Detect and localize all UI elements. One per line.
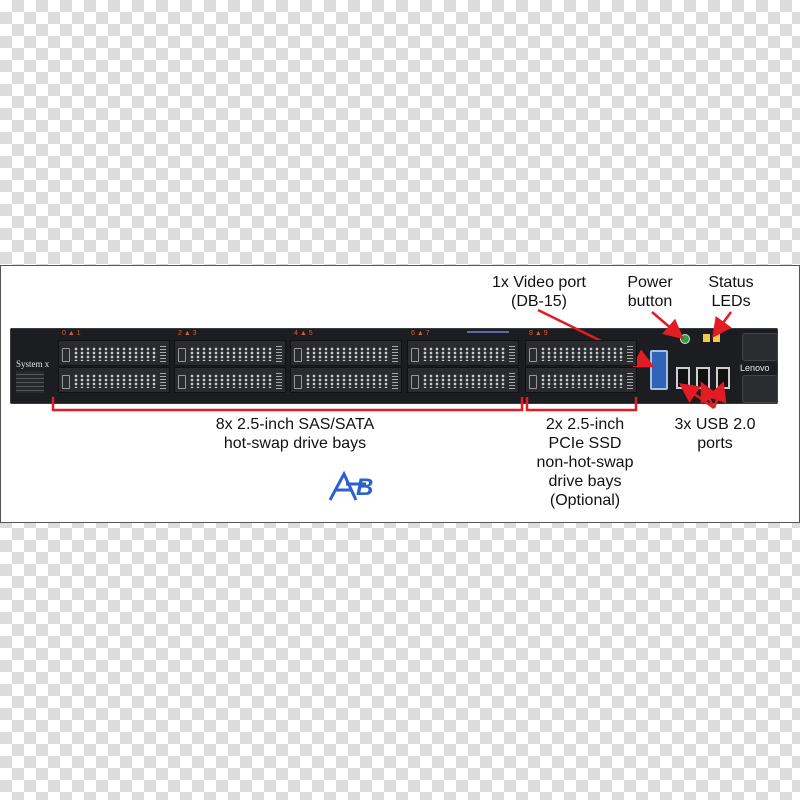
drive-bay-grille (305, 347, 389, 361)
rack-ear-bottom (742, 375, 778, 403)
drive-bay-grille (540, 347, 624, 361)
drive-bay-tag (276, 373, 282, 389)
power-arrow (651, 311, 684, 340)
sas-bracket (51, 397, 524, 412)
pcie-label-line3: non-hot-swap (536, 454, 634, 471)
drive-bay-tag (392, 373, 398, 389)
bay-number-label: 0 ▲ 1 (62, 330, 81, 337)
drive-bay (407, 340, 519, 366)
drive-bay-tag (160, 346, 166, 362)
drive-bay-tag (276, 346, 282, 362)
video-port (650, 350, 668, 390)
drive-bay-latch (529, 375, 537, 389)
drive-bay (58, 367, 170, 393)
bay-number-label: 6 ▲ 7 (411, 330, 430, 337)
usb-ports-label: 3x USB 2.0 ports (664, 415, 766, 453)
drive-bay (525, 340, 637, 366)
drive-bay-tag (627, 373, 633, 389)
drive-bay-grille (189, 347, 273, 361)
drive-bay-tag (392, 346, 398, 362)
drive-bay-latch (62, 348, 70, 362)
video-port-label-line2: (DB-15) (510, 293, 567, 310)
pcie-bays-label: 2x 2.5-inch PCIe SSD non-hot-swap drive … (525, 415, 645, 510)
drive-bay-tag (160, 373, 166, 389)
drive-bay-latch (178, 348, 186, 362)
model-sticker (16, 371, 44, 393)
usb-label-line1: 3x USB 2.0 (674, 416, 756, 433)
bay-number-label: 8 ▲ 9 (529, 330, 548, 337)
usb-arrow-1 (678, 383, 715, 410)
drive-bay-latch (62, 375, 70, 389)
drive-bay-grille (73, 374, 157, 388)
model-name: System x (16, 359, 50, 369)
pcie-label-line1: 2x 2.5-inch (545, 416, 625, 433)
drive-bay (58, 340, 170, 366)
sas-bays-label: 8x 2.5-inch SAS/SATA hot-swap drive bays (190, 415, 400, 453)
usb-arrow-3 (707, 381, 727, 409)
status-label-line2: LEDs (711, 293, 751, 310)
drive-bay-latch (529, 348, 537, 362)
pcie-label-line5: (Optional) (549, 492, 621, 509)
drive-bay-grille (422, 347, 506, 361)
sas-label-line2: hot-swap drive bays (223, 435, 367, 452)
pcie-label-line4: drive bays (548, 473, 622, 490)
brand-logo: Lenovo (740, 363, 770, 373)
drive-bay-grille (540, 374, 624, 388)
drive-bay-latch (294, 348, 302, 362)
status-led-1 (703, 334, 710, 342)
drive-bay-tag (627, 346, 633, 362)
drive-bay-latch (178, 375, 186, 389)
bay-number-label: 2 ▲ 3 (178, 330, 197, 337)
status-leds-label: Status LEDs (700, 273, 762, 311)
drive-bay (174, 367, 286, 393)
drive-bay (407, 367, 519, 393)
power-label-line1: Power (627, 274, 673, 291)
usb-label-line2: ports (697, 435, 733, 452)
video-port-label: 1x Video port (DB-15) (484, 273, 594, 311)
drive-bay-tag (509, 373, 515, 389)
drive-bay-grille (73, 347, 157, 361)
drive-bay-grille (189, 374, 273, 388)
sas-label-line1: 8x 2.5-inch SAS/SATA (215, 416, 375, 433)
power-label-line2: button (627, 293, 673, 310)
status-strip (467, 331, 509, 333)
watermark-logo (328, 470, 366, 501)
drive-bay (174, 340, 286, 366)
drive-bay (290, 367, 402, 393)
rack-ear-top (742, 333, 778, 361)
status-label-line1: Status (708, 274, 754, 291)
bay-number-label: 4 ▲ 5 (294, 330, 313, 337)
drive-bay-grille (422, 374, 506, 388)
drive-bay-latch (294, 375, 302, 389)
drive-bay-latch (411, 375, 419, 389)
drive-bay-tag (509, 346, 515, 362)
watermark-text: B (356, 474, 373, 501)
pcie-label-line2: PCIe SSD (548, 435, 622, 452)
drive-bay (290, 340, 402, 366)
drive-bay-grille (305, 374, 389, 388)
power-button-label: Power button (618, 273, 682, 311)
drive-bay-latch (411, 348, 419, 362)
video-port-label-line1: 1x Video port (492, 274, 586, 291)
drive-bay (525, 367, 637, 393)
pcie-bracket (525, 397, 638, 412)
status-arrow (712, 311, 733, 339)
